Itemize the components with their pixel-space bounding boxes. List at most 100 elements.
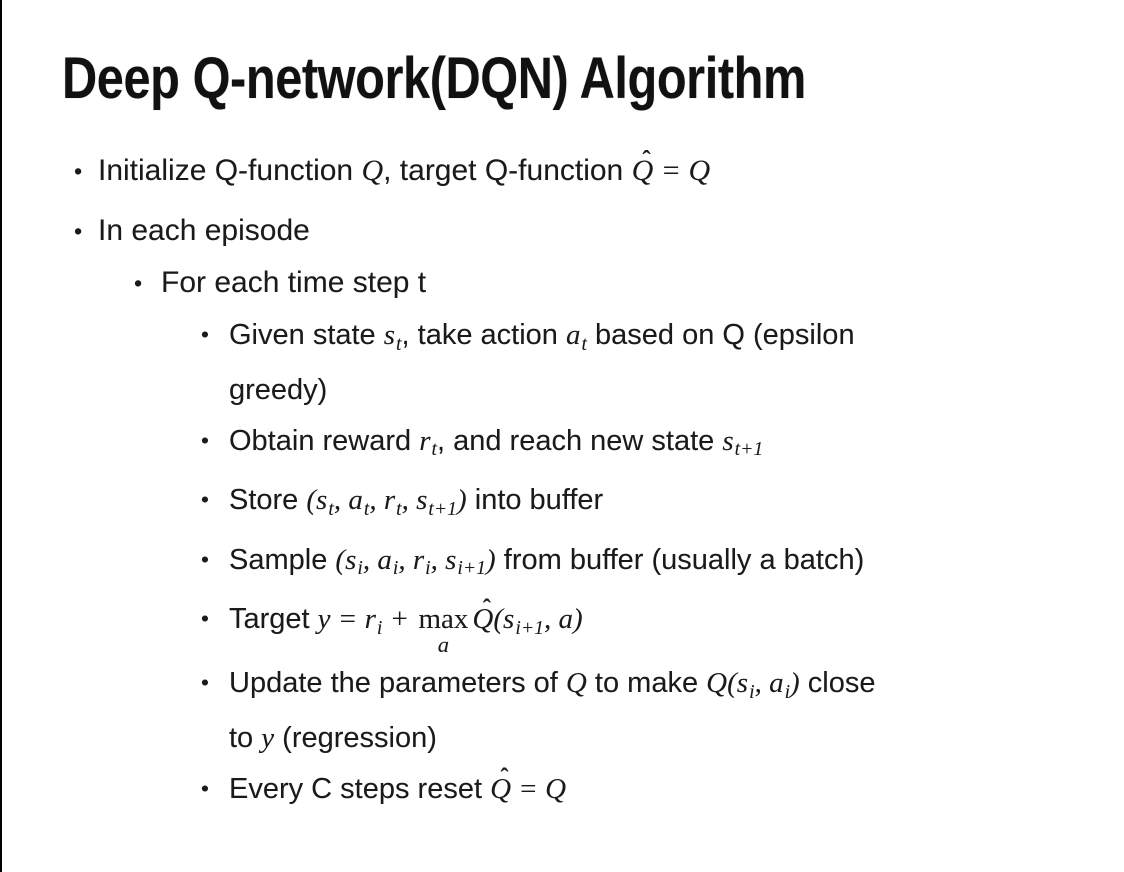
math-token: , <box>362 543 378 576</box>
math-token: si+1 <box>445 543 487 580</box>
hat-accent-icon: ˆ <box>642 145 651 175</box>
text-segment: , target Q-function <box>383 154 632 187</box>
math-token: at <box>348 484 370 520</box>
text-segment: to <box>229 721 262 754</box>
math-subscript: t+1 <box>428 497 458 520</box>
math-subscript: t <box>396 497 402 520</box>
math-token: = <box>511 772 546 805</box>
math-token: ( <box>493 603 504 636</box>
text-segment: Given state <box>229 319 384 351</box>
math-token: rt <box>419 424 437 461</box>
bullet-icon: • <box>201 546 209 572</box>
bullet-icon: • <box>201 322 209 347</box>
bullet-list: •Initialize Q-function Q, target Q-funct… <box>0 145 1124 817</box>
math-token: Q <box>361 154 384 187</box>
math-token: + <box>382 603 417 636</box>
math-token: at <box>565 319 587 355</box>
text-segment: Target <box>229 603 318 636</box>
math-token: si <box>736 667 755 703</box>
bullet-item: • For each time step t <box>134 262 1124 304</box>
math-token: , <box>369 484 384 517</box>
math-token: st+1 <box>722 424 764 461</box>
text-segment: into buffer <box>466 484 604 517</box>
math-subscript: t <box>328 497 334 520</box>
bullet-icon: • <box>201 775 209 801</box>
text-segment: to make <box>586 667 707 700</box>
math-token: ai <box>769 667 791 703</box>
math-token: , <box>333 484 349 517</box>
bullet-icon: • <box>134 270 143 296</box>
bullet-item: •Given state st, take action at based on… <box>201 312 1124 413</box>
math-token: Q <box>565 667 587 700</box>
math-token: y <box>317 603 331 636</box>
math-token: , <box>754 667 770 700</box>
math-token: ( <box>306 484 317 517</box>
math-token: a <box>558 603 573 636</box>
math-token: ) <box>457 484 467 517</box>
math-token: , <box>401 484 417 517</box>
hat-accent-icon: ˆ <box>500 764 509 792</box>
math-subscript: i <box>376 616 383 639</box>
math-token: = <box>330 603 365 636</box>
math-token: y <box>261 721 275 754</box>
math-subscript: i <box>357 557 363 580</box>
math-token: st <box>316 484 334 520</box>
math-subscript: t <box>363 497 370 520</box>
text-segment: Obtain reward <box>229 424 420 457</box>
math-token: Q <box>706 667 728 700</box>
math-subscript: i <box>784 680 791 703</box>
math-token: ) <box>572 603 583 636</box>
math-token: rt <box>383 484 402 520</box>
bullet-icon: • <box>201 606 209 632</box>
text-segment: Store <box>229 484 307 517</box>
max-operator-name: max <box>418 603 469 636</box>
math-subscript: i <box>392 557 399 580</box>
math-token: = <box>653 154 689 187</box>
math-token: , <box>543 603 559 636</box>
bullet-icon: • <box>201 487 209 513</box>
math-token: ( <box>335 543 346 576</box>
bullet-icon: • <box>201 427 209 453</box>
slide-edge-line <box>0 0 2 872</box>
math-subscript: t <box>431 438 437 461</box>
text-segment: based on Q (epsilon <box>586 319 855 351</box>
math-token: si <box>345 543 363 580</box>
slide-title: Deep Q-network(DQN) Algorithm <box>62 46 806 111</box>
text-segment: Update the parameters of <box>229 667 566 700</box>
text-segment: Initialize Q-function <box>98 154 362 187</box>
bullet-item: •Initialize Q-function Q, target Q-funct… <box>74 145 1124 192</box>
bullet-item: •Sample (si, ai, ri, si+1) from buffer (… <box>201 537 1124 592</box>
math-subscript: i <box>749 680 755 703</box>
math-token: ) <box>486 543 496 576</box>
text-segment: For each time step t <box>161 266 427 299</box>
text-segment: Every C steps reset <box>229 772 491 805</box>
math-token: , <box>398 543 413 576</box>
bullet-icon: • <box>201 670 209 696</box>
bullet-item: •Update the parameters of Q to make Q(si… <box>201 660 1124 761</box>
text-segment: In each episode <box>98 214 310 247</box>
max-operator-subscript: a <box>437 631 450 657</box>
math-token: , <box>430 543 446 576</box>
math-token: Q <box>545 772 567 805</box>
math-subscript: i+1 <box>515 616 544 639</box>
math-token: ( <box>727 667 737 700</box>
math-token: ri <box>364 603 383 639</box>
bullet-item: • Obtain reward rt, and reach new state s… <box>201 418 1124 473</box>
text-segment: , and reach new state <box>436 424 723 457</box>
bullet-item: • In each episode <box>74 210 1124 252</box>
math-subscript: t <box>396 332 402 355</box>
text-segment: Sample <box>229 543 336 576</box>
math-token: si+1 <box>503 603 544 639</box>
math-token: st+1 <box>416 484 458 520</box>
math-token: Q <box>688 154 711 187</box>
math-subscript: t+1 <box>734 438 764 461</box>
math-token: st <box>383 319 402 355</box>
bullet-icon: • <box>74 158 83 184</box>
bullet-icon: • <box>74 218 83 244</box>
